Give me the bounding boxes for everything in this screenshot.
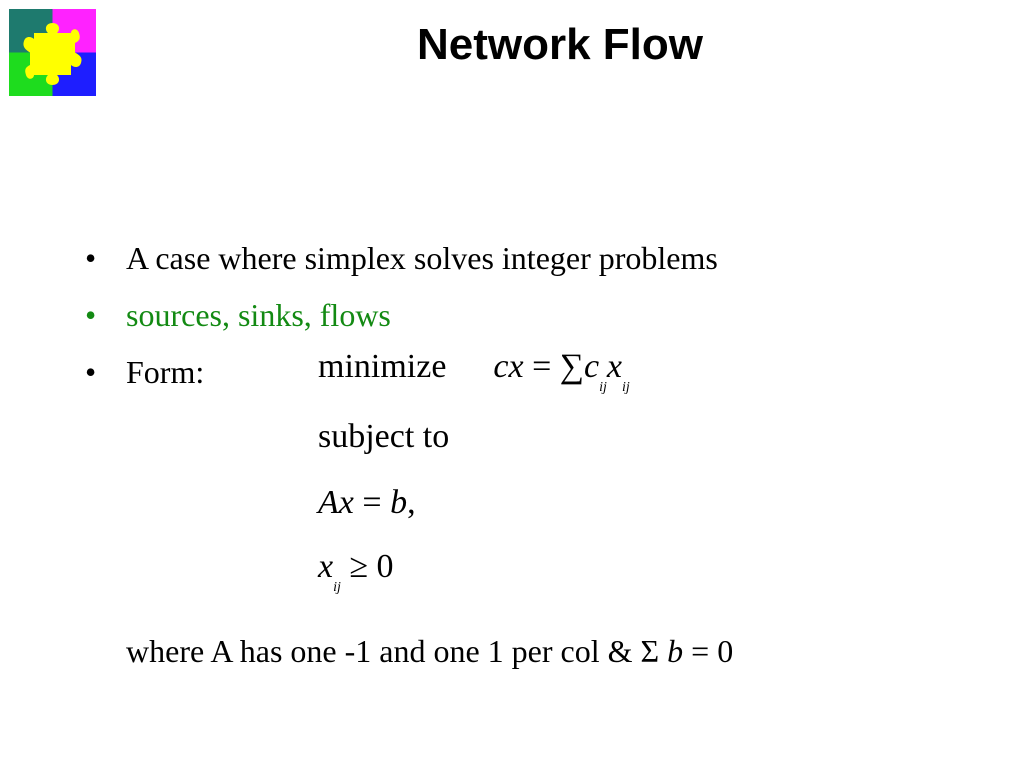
cost-subscript: ij <box>599 380 607 395</box>
flow-subscript: ij <box>333 580 341 595</box>
flow-subscript: ij <box>622 380 630 395</box>
matrix-a: A <box>318 484 339 521</box>
vector-b: b <box>390 484 408 521</box>
equals-sign: = <box>362 484 382 521</box>
vector-x: x <box>338 484 354 521</box>
bullet-marker: • <box>85 297 97 333</box>
subject-to-line: subject to <box>318 418 450 455</box>
slide-title: Network Flow <box>416 20 704 69</box>
bullet-list: • A case where simplex solves integer pr… <box>85 230 965 401</box>
bullet-text: A case where simplex solves integer prob… <box>126 240 718 276</box>
objective-line: minimize cx = ∑cijxij <box>318 348 630 396</box>
bullet-marker: • <box>85 354 97 390</box>
geq-sign: ≥ <box>349 548 369 585</box>
flow-variable: x <box>606 348 623 385</box>
cost-coefficient: c <box>584 348 600 385</box>
list-item: • sources, sinks, flows <box>85 287 965 344</box>
constraint-line: Ax = b, <box>318 484 416 522</box>
zero: 0 <box>376 548 394 585</box>
minimize-keyword: minimize <box>318 348 447 385</box>
footnote-line: where A has one -1 and one 1 per col & Σ… <box>126 633 733 670</box>
equals-sign: = <box>532 348 552 385</box>
list-item: • Form: <box>85 344 965 401</box>
list-item: • A case where simplex solves integer pr… <box>85 230 965 287</box>
comma: , <box>407 484 416 521</box>
flow-variable: x <box>318 548 334 585</box>
bullet-text: Form: <box>126 354 205 390</box>
bullet-text: sources, sinks, flows <box>126 297 391 333</box>
sum-symbol: ∑ <box>559 348 585 385</box>
bullet-marker: • <box>85 240 97 276</box>
footnote-b: b <box>667 633 684 669</box>
nonnegativity-line: xij ≥ 0 <box>318 548 394 596</box>
puzzle-logo-icon <box>9 9 96 96</box>
footnote-tail: = 0 <box>691 633 734 669</box>
footnote-text: where A has one -1 and one 1 per col & Σ <box>126 633 660 669</box>
objective-lhs: cx <box>493 348 524 385</box>
